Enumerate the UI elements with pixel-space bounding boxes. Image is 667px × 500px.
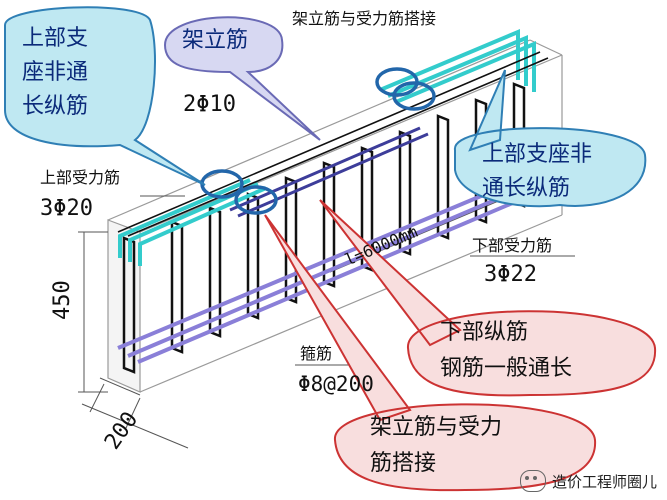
callout-top-left-text: 上部支 座非通 长纵筋 [22,26,89,119]
callout-erection [163,16,321,141]
erection-bars [229,126,429,218]
bottom-bar-label: 下部受力筋 [472,236,553,255]
erection-spec: 2Φ10 [183,92,236,117]
stirrup-label: 箍筋 [300,344,333,363]
stirrup-spec: Φ8@200 [298,372,374,396]
wechat-icon [519,470,546,492]
watermark: 造价工程师圈儿 [519,470,657,492]
bottom-bar-spec: 3Φ22 [484,262,537,287]
callout-bottom-long [319,199,657,397]
lap-circles [200,67,436,215]
callout-lap-bottom-text: 架立筋与受力 筋搭接 [370,415,503,476]
callout-erection-text: 架立筋 [182,28,249,53]
callout-right-upper-text: 上部支座非 通长纵筋 [482,142,593,201]
callout-bottom-long-text: 下部纵筋 钢筋一般通长 [440,320,573,381]
top-support-bars [118,28,536,266]
top-main-bars [117,51,549,237]
callout-lap-bottom [264,214,597,492]
bottom-bars [117,166,563,364]
top-bar-label: 上部受力筋 [40,168,121,187]
callout-right-upper [453,69,647,208]
lap-top-label: 架立筋与受力筋搭接 [292,9,437,28]
height-label: 450 [50,280,75,320]
top-bar-spec: 3Φ20 [40,196,93,221]
watermark-text: 造价工程师圈儿 [551,472,657,491]
callout-top-left [4,6,206,186]
